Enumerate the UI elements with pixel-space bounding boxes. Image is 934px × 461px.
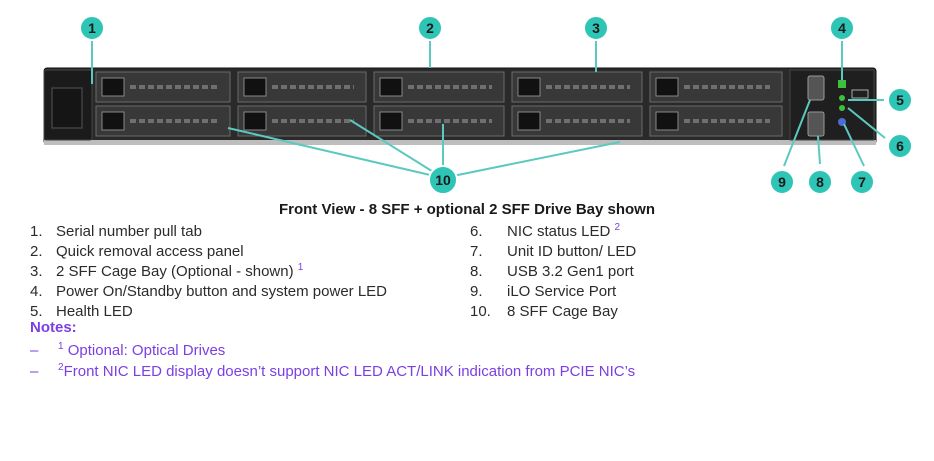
legend-item: 4. Power On/Standby button and system pow… <box>30 282 387 302</box>
legend-number: 8. <box>470 263 483 280</box>
footnote-marker: 2 <box>58 362 64 373</box>
power-button <box>838 80 846 88</box>
callout-circle-4 <box>829 15 855 41</box>
legend-number: 1. <box>30 223 43 240</box>
callout-label-9: 9 <box>778 174 786 190</box>
drive-latch <box>379 77 403 97</box>
footnote-ref: 2 <box>614 222 621 233</box>
legend-item: 7. Unit ID button/ LED <box>470 242 636 262</box>
callout-circle-10 <box>428 165 458 195</box>
legend-text: iLO Service Port <box>507 283 617 300</box>
callout-label-1: 1 <box>88 20 96 36</box>
legend-text: Serial number pull tab <box>56 223 202 240</box>
drive-latch <box>655 111 679 131</box>
callout-label-3: 3 <box>592 20 600 36</box>
legend-number: 10. <box>470 303 491 320</box>
ilo-service-port <box>807 75 825 101</box>
drive-latch <box>243 77 267 97</box>
legend-item: 10. 8 SFF Cage Bay <box>470 302 636 322</box>
drive-latch <box>379 111 403 131</box>
legend-number: 5. <box>30 303 43 320</box>
callout-circle-7 <box>849 169 875 195</box>
drive-latch <box>101 111 125 131</box>
footnote-marker: 1 <box>58 341 64 352</box>
drive-latch <box>517 77 541 97</box>
usb-port <box>807 111 825 137</box>
legend-item: 5. Health LED <box>30 302 387 322</box>
note-text: Front NIC LED display doesn’t support NI… <box>63 363 636 380</box>
note-item: – 2Front NIC LED display doesn’t support … <box>30 362 636 381</box>
callout-label-2: 2 <box>426 20 434 36</box>
legend-text: Quick removal access panel <box>56 243 244 260</box>
drive-latch <box>517 111 541 131</box>
figure-caption: Front View - 8 SFF + optional 2 SFF Driv… <box>278 201 656 218</box>
callout-circle-8 <box>807 169 833 195</box>
notes-title: Notes: <box>30 319 77 336</box>
callouts: 1 2 3 4 5 6 7 8 9 10 <box>79 15 913 195</box>
nic-led <box>839 105 845 111</box>
callout-circle-6 <box>887 133 913 159</box>
note-item: – 1 Optional: Optical Drives <box>30 341 226 360</box>
legend-text: Power On/Standby button and system power… <box>56 283 388 300</box>
legend-text: Unit ID button/ LED <box>507 243 637 260</box>
legend-item: 3. 2 SFF Cage Bay (Optional - shown) 1 <box>30 262 387 282</box>
legend-number: 3. <box>30 263 43 280</box>
legend-text: Health LED <box>56 303 133 320</box>
callout-label-8: 8 <box>816 174 824 190</box>
callout-circle-9 <box>769 169 795 195</box>
legend-number: 2. <box>30 243 43 260</box>
callout-circle-3 <box>583 15 609 41</box>
legend-text: NIC status LED <box>507 223 615 240</box>
callout-circle-1 <box>79 15 105 41</box>
legend-right: 6. NIC status LED 2 7. Unit ID button/ LED 8… <box>470 222 636 322</box>
callout-label-4: 4 <box>838 20 846 36</box>
legend-item: 1. Serial number pull tab <box>30 222 387 242</box>
note-dash: – <box>30 363 39 380</box>
drive-latch <box>243 111 267 131</box>
drive-bays <box>95 71 783 137</box>
drive-latch <box>101 77 125 97</box>
health-led <box>839 95 845 101</box>
leader-lines <box>91 40 886 179</box>
note-text: Optional: Optical Drives <box>63 342 226 359</box>
legend-number: 7. <box>470 243 483 260</box>
callout-label-10: 10 <box>435 172 451 188</box>
callout-circle-2 <box>417 15 443 41</box>
legend-number: 4. <box>30 283 43 300</box>
callout-circle-5 <box>887 87 913 113</box>
legend-number: 9. <box>470 283 483 300</box>
callout-label-7: 7 <box>858 174 866 190</box>
legend-left: 1. Serial number pull tab 2. Quick removal … <box>30 222 387 322</box>
legend-item: 2. Quick removal access panel <box>30 242 387 262</box>
legend-text: USB 3.2 Gen1 port <box>507 263 634 280</box>
footnote-ref: 1 <box>297 262 304 273</box>
note-dash: – <box>30 342 39 359</box>
drive-latch <box>655 77 679 97</box>
legend-text: 2 SFF Cage Bay (Optional - shown) <box>56 263 298 280</box>
server-front-view-diagram: 1 2 3 4 5 6 7 8 9 10 <box>43 15 913 195</box>
legend-number: 6. <box>470 223 483 240</box>
legend-item: 6. NIC status LED 2 <box>470 222 636 242</box>
legend-text: 8 SFF Cage Bay <box>507 303 618 320</box>
callout-label-6: 6 <box>896 138 904 154</box>
legend-item: 9. iLO Service Port <box>470 282 636 302</box>
legend-item: 8. USB 3.2 Gen1 port <box>470 262 636 282</box>
callout-label-5: 5 <box>896 92 904 108</box>
control-panel <box>789 69 875 141</box>
